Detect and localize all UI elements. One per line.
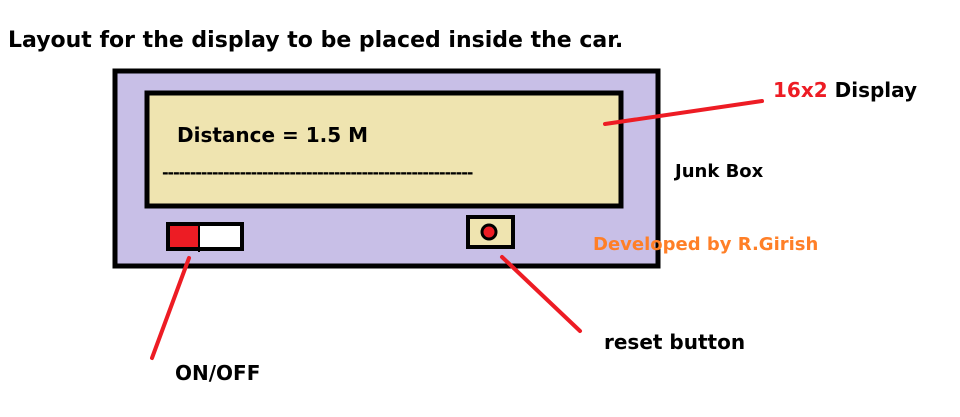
- onoff-label: ON/OFF: [175, 361, 261, 385]
- switch-red-half: [170, 226, 198, 247]
- lcd-line-1: Distance = 1.5 M: [177, 123, 369, 147]
- junk-box-label: Junk Box: [675, 161, 764, 182]
- developer-credit: Developed by R.Girish: [593, 234, 819, 255]
- display-pointer: [603, 99, 764, 126]
- switch-pointer: [150, 256, 191, 360]
- lcd-display: [144, 90, 624, 209]
- page-title: Layout for the display to be placed insi…: [8, 28, 624, 53]
- display-word: Display: [834, 78, 918, 102]
- display-size: 16x2: [773, 78, 828, 102]
- reset-label: reset button: [604, 330, 746, 354]
- lcd-line-2: ----------------------------------------…: [162, 163, 473, 182]
- display-label: 16x2 Display: [773, 78, 917, 102]
- reset-button-dot: [480, 223, 498, 241]
- reset-pointer: [500, 255, 582, 333]
